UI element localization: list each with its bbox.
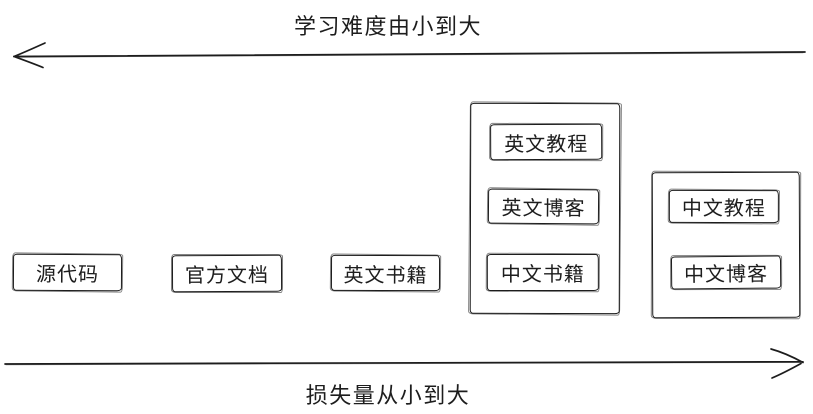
left-arrow	[13, 42, 806, 69]
node-label: 官方文档	[184, 264, 270, 288]
node-official-docs: 官方文档	[171, 254, 283, 293]
node-label: 英文博客	[501, 197, 586, 221]
node-label: 源代码	[35, 263, 100, 287]
right-arrow	[4, 348, 804, 379]
node-chinese-blogs: 中文博客	[670, 255, 782, 290]
node-label: 中文书籍	[500, 263, 585, 287]
node-source-code: 源代码	[12, 253, 123, 292]
node-chinese-books: 中文书籍	[486, 253, 599, 292]
top-axis-label: 学习难度由小到大	[293, 14, 482, 39]
node-english-blogs: 英文博客	[487, 188, 600, 225]
group-chinese-tutorials-blogs: 中文教程 中文博客	[651, 171, 801, 319]
node-chinese-tutorials: 中文教程	[668, 189, 779, 224]
node-label: 英文教程	[504, 133, 589, 156]
node-english-books: 英文书籍	[330, 254, 441, 292]
group-english-and-chinese-books: 英文教程 英文博客 中文书籍	[469, 102, 621, 315]
node-label: 中文博客	[684, 263, 769, 287]
bottom-axis-label: 损失量从小到大	[305, 383, 471, 408]
node-label: 英文书籍	[343, 264, 428, 287]
node-label: 中文教程	[681, 197, 766, 221]
node-english-tutorials: 英文教程	[490, 123, 603, 161]
